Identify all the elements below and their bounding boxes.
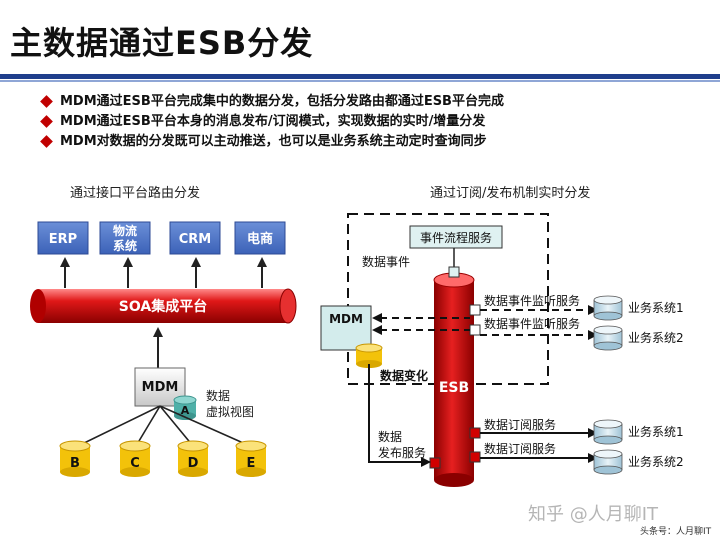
publish-label-2: 发布服务 bbox=[378, 445, 426, 460]
system-label: CRM bbox=[179, 232, 212, 247]
subscribe-label-2: 数据订阅服务 bbox=[484, 441, 556, 456]
biz-label-top-2: 业务系统2 bbox=[628, 330, 684, 345]
system-box-logistics: 物流 系统 bbox=[99, 221, 151, 255]
source-cylinder-c: C bbox=[119, 440, 151, 477]
bullet-item: MDM通过ESB平台本身的消息发布/订阅模式，实现数据的实时/增量分发 bbox=[40, 112, 504, 132]
title-rule-light bbox=[0, 80, 720, 82]
biz-label-top-1: 业务系统1 bbox=[628, 300, 684, 315]
soa-label: SOA集成平台 bbox=[119, 298, 207, 315]
port-top bbox=[448, 266, 460, 278]
listener-dashed-links bbox=[380, 317, 470, 331]
arrow-subscribe-2 bbox=[588, 453, 598, 463]
mdm-label: MDM bbox=[142, 380, 179, 395]
subscribe-label-1: 数据订阅服务 bbox=[484, 417, 556, 432]
bullet-list: MDM通过ESB平台完成集中的数据分发，包括分发路由都通过ESB平台完成 MDM… bbox=[40, 92, 504, 152]
biz-label-bottom-2: 业务系统2 bbox=[628, 454, 684, 469]
listener-label-2: 数据事件监听服务 bbox=[484, 316, 580, 331]
svg-text:E: E bbox=[247, 456, 256, 471]
port-subscribe-2 bbox=[469, 451, 481, 463]
biz-cylinder-top-1 bbox=[593, 295, 623, 321]
biz-label-bottom-1: 业务系统1 bbox=[628, 424, 684, 439]
bullet-item: MDM通过ESB平台完成集中的数据分发，包括分发路由都通过ESB平台完成 bbox=[40, 92, 504, 112]
port-subscribe-1 bbox=[469, 427, 481, 439]
system-label: 系统 bbox=[113, 238, 137, 253]
publish-link bbox=[368, 364, 428, 463]
source-cylinder-b: B bbox=[59, 440, 91, 477]
page-title: 主数据通过ESB分发 bbox=[10, 24, 314, 62]
biz-dashed-links bbox=[480, 309, 590, 336]
soa-platform: SOA集成平台 bbox=[30, 288, 297, 324]
system-box-crm: CRM bbox=[169, 221, 221, 255]
source-cylinder-e: E bbox=[235, 440, 267, 477]
mdm-box-right: MDM bbox=[320, 305, 372, 351]
change-cylinder bbox=[355, 343, 383, 368]
system-box-ecommerce: 电商 bbox=[234, 221, 286, 255]
svg-text:A: A bbox=[181, 404, 190, 417]
svg-text:C: C bbox=[130, 456, 140, 471]
data-event-label: 数据事件 bbox=[362, 254, 410, 269]
esb-label: ESB bbox=[439, 380, 469, 396]
right-caption: 通过订阅/发布机制实时分发 bbox=[430, 186, 591, 201]
zhihu-watermark: 知乎 @人月聊IT bbox=[528, 504, 659, 525]
view-label-2: 虚拟视图 bbox=[206, 404, 254, 419]
port-listener-2 bbox=[469, 324, 481, 336]
arrow-to-biz-1 bbox=[588, 305, 598, 315]
svg-text:B: B bbox=[70, 456, 80, 471]
system-label: 物流 bbox=[113, 223, 137, 238]
svg-text:D: D bbox=[188, 456, 199, 471]
view-label-1: 数据 bbox=[206, 388, 230, 403]
source-links bbox=[77, 405, 251, 447]
esb-cylinder: ESB bbox=[433, 272, 475, 487]
system-label: 电商 bbox=[247, 231, 273, 247]
data-change-label: 数据变化 bbox=[380, 368, 428, 383]
listener-label-1: 数据事件监听服务 bbox=[484, 293, 580, 308]
publish-arrow bbox=[421, 457, 431, 467]
bullet-item: MDM对数据的分发既可以主动推送，也可以是业务系统主动定时查询同步 bbox=[40, 132, 504, 152]
biz-cylinder-top-2 bbox=[593, 325, 623, 351]
source-cylinder-d: D bbox=[177, 440, 209, 477]
route-arrows bbox=[60, 257, 267, 288]
subscribe-links bbox=[480, 432, 588, 459]
svg-text:事件流程服务: 事件流程服务 bbox=[420, 230, 492, 245]
event-flow-service-box: 事件流程服务 bbox=[409, 225, 503, 249]
arrow-to-mdm-2 bbox=[372, 325, 382, 335]
system-box-erp: ERP bbox=[37, 221, 89, 255]
title-rule bbox=[0, 74, 720, 79]
view-cylinder-a: A bbox=[173, 395, 197, 420]
port-publish bbox=[429, 457, 441, 469]
system-label: ERP bbox=[49, 232, 77, 247]
left-caption: 通过接口平台路由分发 bbox=[70, 186, 201, 201]
arrow-subscribe-1 bbox=[588, 428, 598, 438]
mdm-label: MDM bbox=[329, 312, 363, 326]
toutiao-watermark: 头条号：人月聊IT bbox=[640, 527, 712, 537]
arrow-to-mdm-1 bbox=[372, 313, 382, 323]
publish-label-1: 数据 bbox=[378, 429, 402, 444]
arrow-to-biz-2 bbox=[588, 330, 598, 340]
biz-cylinder-bottom-1 bbox=[593, 419, 623, 445]
biz-cylinder-bottom-2 bbox=[593, 449, 623, 475]
port-listener-1 bbox=[469, 304, 481, 316]
